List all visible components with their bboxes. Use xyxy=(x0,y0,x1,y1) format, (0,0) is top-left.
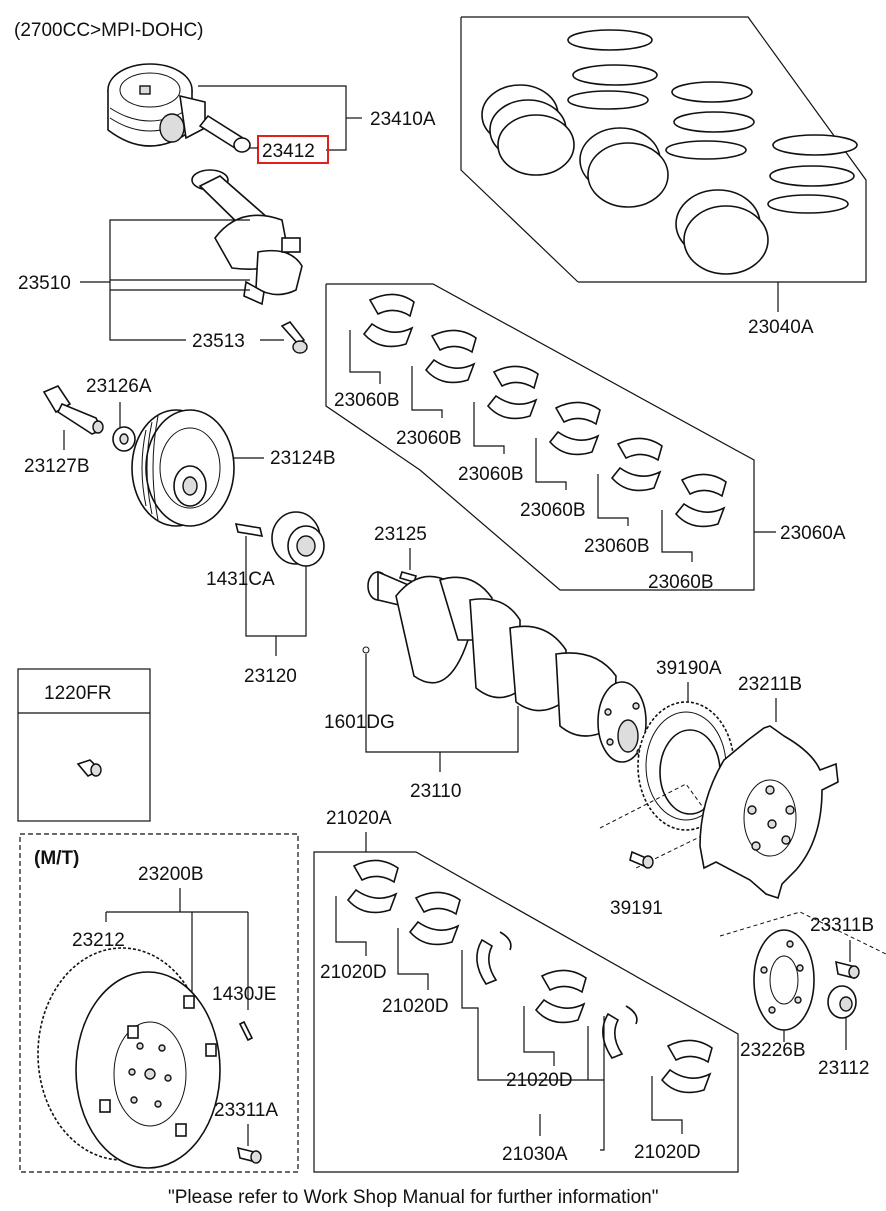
bearing-pair-1 xyxy=(349,293,415,384)
key-pin-drawing xyxy=(234,523,264,537)
bushing-drawing xyxy=(827,985,857,1019)
bearing-pair-6 xyxy=(661,473,727,562)
label-23412[interactable]: 23412 xyxy=(262,141,315,162)
label-21020D-3: 21020D xyxy=(506,1070,573,1091)
manual-transmission-box xyxy=(19,833,299,1173)
label-23060B-2: 23060B xyxy=(396,428,462,449)
label-mt: (M/T) xyxy=(34,848,79,869)
label-23200B: 23200B xyxy=(138,864,204,885)
label-23513: 23513 xyxy=(192,331,245,352)
label-39191: 39191 xyxy=(610,898,663,919)
main-bearings-frame xyxy=(313,851,739,1173)
connecting-rod-drawing xyxy=(191,169,303,306)
bearing-pair-2 xyxy=(411,329,477,418)
bearing-pair-4 xyxy=(535,401,601,490)
label-21020A: 21020A xyxy=(326,808,392,829)
bearing-pair-5 xyxy=(597,437,663,526)
main-bearing-pair-1 xyxy=(335,859,399,956)
label-23060B-4: 23060B xyxy=(520,500,586,521)
label-23125: 23125 xyxy=(374,524,427,545)
label-21020D-4: 21020D xyxy=(634,1142,701,1163)
piston-rings-drawing xyxy=(481,29,858,275)
engine-spec-label: (2700CC>MPI-DOHC) xyxy=(14,20,204,41)
main-bearing-pair-2 xyxy=(397,891,461,990)
label-23124B: 23124B xyxy=(270,448,336,469)
label-23060B-5: 23060B xyxy=(584,536,650,557)
label-23226B: 23226B xyxy=(740,1040,806,1061)
plug-drawing xyxy=(76,759,102,777)
label-1430JE: 1430JE xyxy=(212,984,276,1005)
main-bearing-pair-4 xyxy=(651,1039,713,1134)
thrust-washer-2 xyxy=(602,1005,638,1059)
highlight-box-23412 xyxy=(257,135,329,164)
label-21030A: 21030A xyxy=(502,1144,568,1165)
label-21020D-1: 21020D xyxy=(320,962,387,983)
dowel-pin-drawing xyxy=(238,1020,254,1042)
flywheel-drawing xyxy=(37,947,221,1169)
crank-sprocket-drawing xyxy=(271,511,325,567)
piston-pin-drawing xyxy=(198,114,251,153)
adapter-bolt-drawing xyxy=(835,960,860,980)
label-23040A: 23040A xyxy=(748,317,814,338)
footer-note: "Please refer to Work Shop Manual for fu… xyxy=(168,1187,658,1208)
label-23110: 23110 xyxy=(410,781,461,802)
label-21020D-2: 21020D xyxy=(382,996,449,1017)
label-23112: 23112 xyxy=(818,1058,869,1079)
flywheel-bolt-drawing xyxy=(236,1146,262,1164)
rod-bearings-frame xyxy=(325,283,755,591)
pulley-bolt-drawing xyxy=(42,385,104,435)
ring-bolt-drawing xyxy=(629,850,654,869)
label-23126A: 23126A xyxy=(86,376,152,397)
bearing-pair-3 xyxy=(473,365,539,454)
label-23060B-6: 23060B xyxy=(648,572,714,593)
label-23211B: 23211B xyxy=(738,674,802,695)
label-23060B-3: 23060B xyxy=(458,464,524,485)
label-23060B-1: 23060B xyxy=(334,390,400,411)
label-23410A: 23410A xyxy=(370,109,436,130)
adapter-plate-drawing xyxy=(753,929,815,1031)
thrust-washer-1 xyxy=(476,931,512,985)
label-1220FR: 1220FR xyxy=(44,683,112,704)
label-23120: 23120 xyxy=(244,666,297,687)
label-23311B: 23311B xyxy=(810,915,874,936)
crank-pulley-drawing xyxy=(131,409,235,527)
label-23311A: 23311A xyxy=(214,1100,278,1121)
label-23212: 23212 xyxy=(72,930,125,951)
label-1601DG: 1601DG xyxy=(324,712,395,733)
crankshaft-drawing xyxy=(367,570,647,763)
label-23510: 23510 xyxy=(18,273,71,294)
label-23060A: 23060A xyxy=(780,523,846,544)
label-1431CA: 1431CA xyxy=(206,569,275,590)
part-box-1220FR xyxy=(17,668,151,822)
label-23127B: 23127B xyxy=(24,456,90,477)
rod-bolt-drawing xyxy=(280,320,308,354)
piston-drawing xyxy=(107,63,206,147)
main-bearing-pair-3 xyxy=(523,969,587,1066)
drive-plate-drawing xyxy=(699,725,839,900)
pulley-washer-drawing xyxy=(112,426,136,452)
label-39190A: 39190A xyxy=(656,658,722,679)
